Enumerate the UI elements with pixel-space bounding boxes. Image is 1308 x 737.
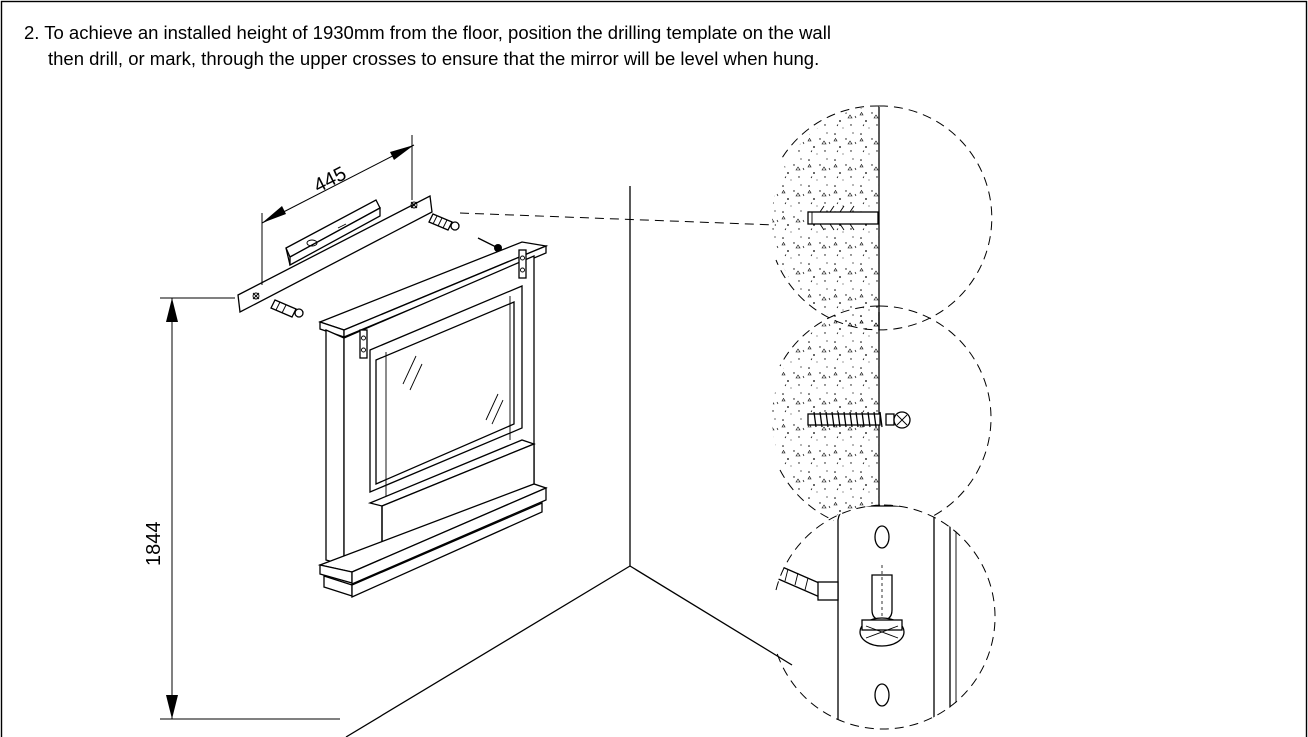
detail-bracket-hung <box>775 504 996 730</box>
spirit-level <box>285 199 381 267</box>
instruction-text: 2. To achieve an installed height of 193… <box>24 20 1224 72</box>
room-corner <box>345 186 793 737</box>
instruction-line-2: then drill, or mark, through the upper c… <box>48 48 820 69</box>
width-dimension-label: 445 <box>310 163 350 198</box>
wall-plugs-upper <box>428 213 502 252</box>
detail-screw-fixed <box>772 305 992 531</box>
mirror-cabinet <box>317 241 549 599</box>
width-dimension: 445 <box>261 135 415 285</box>
height-dimension-label: 1844 <box>143 522 165 567</box>
drilling-template <box>237 194 433 314</box>
detail-plug-inserted <box>772 105 993 331</box>
detail-leader-line <box>459 212 777 226</box>
height-dimension: 1844 <box>143 297 340 720</box>
instruction-line-1: 2. To achieve an installed height of 193… <box>24 22 831 43</box>
